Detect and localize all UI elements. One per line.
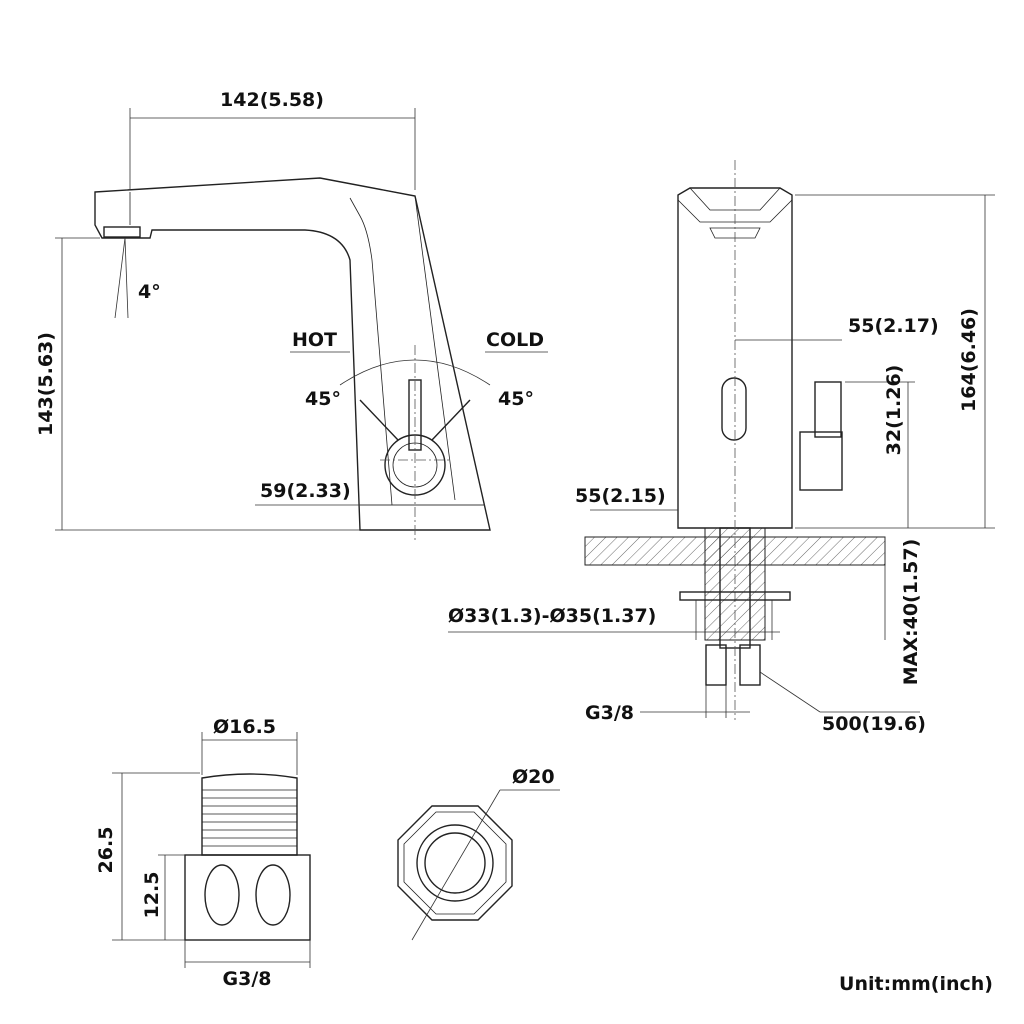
base-depth-dimension: 55(2.15) (575, 485, 666, 507)
hose-length: 500(19.6) (822, 713, 926, 735)
handle-height-dimension: 32(1.26) (883, 365, 905, 456)
faucet-side-body (94, 177, 491, 531)
cold-angle: 45° (498, 388, 534, 410)
reach-dimension: 55(2.17) (848, 315, 939, 337)
front-handle-base (799, 431, 843, 491)
fitting-top-view: Ø20 (397, 766, 560, 941)
fitting-side-view: Ø16.5 26.5 12.5 G3/8 (95, 716, 311, 990)
hole-diameter-dimension: Ø33(1.3)-Ø35(1.37) (448, 605, 656, 627)
fitting-thread (201, 773, 298, 856)
thread-size: G3/8 (585, 702, 634, 724)
unit-note: Unit:mm(inch) (839, 973, 993, 995)
fitting-hex (184, 854, 311, 941)
fitting-total-height: 26.5 (95, 827, 117, 874)
aerator (103, 226, 141, 238)
total-height-dimension: 164(6.46) (958, 308, 980, 412)
hot-label: HOT (292, 329, 337, 351)
fitting-octagon (397, 805, 513, 921)
max-deck-thickness: MAX:40(1.57) (900, 539, 922, 686)
front-handle (814, 381, 842, 438)
height-dimension: 143(5.63) (35, 332, 57, 436)
sensor-window (721, 377, 747, 441)
side-view: 142(5.58) 4° 143(5.63) HOT COLD 45° 45° … (35, 89, 548, 540)
fitting-thread-size: G3/8 (223, 968, 272, 990)
hot-angle: 45° (305, 388, 341, 410)
width-dimension: 142(5.58) (220, 89, 324, 111)
front-view: 55(2.17) 164(6.46) 32(1.26) 55(2.15) MAX… (448, 160, 995, 735)
cold-label: COLD (486, 329, 544, 351)
spout-angle: 4° (138, 281, 161, 303)
fitting-diameter: Ø16.5 (213, 716, 276, 738)
fitting-outer-diameter: Ø20 (512, 766, 555, 788)
base-dimension: 59(2.33) (260, 480, 351, 502)
fitting-hex-height: 12.5 (141, 872, 163, 919)
